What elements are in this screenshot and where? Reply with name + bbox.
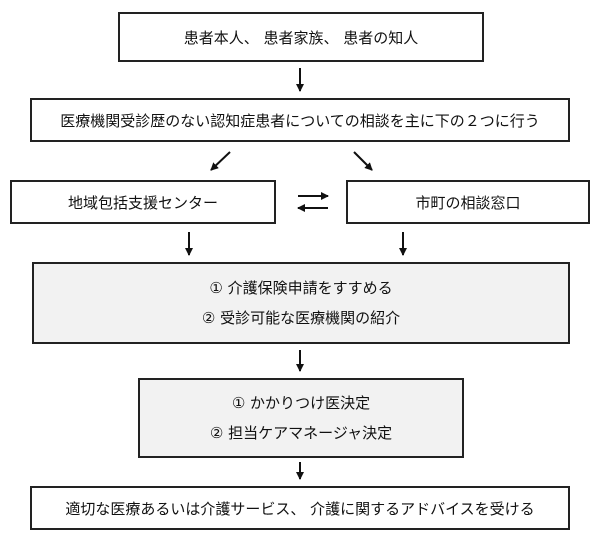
box-consult: 医療機関受診歴のない認知症患者についての相談を主に下の２つに行う: [30, 98, 570, 142]
action-item-2: ② 受診可能な医療機関の紹介: [201, 309, 401, 327]
box-community-center: 地域包括支援センター: [10, 180, 276, 224]
arrow-consult-to-center: [210, 151, 231, 171]
box-community-center-text: 地域包括支援センター: [67, 193, 218, 212]
box-decisions: ① かかりつけ医決定 ② 担当ケアマネージャ決定: [138, 378, 464, 458]
box-city-consult-text: 市町の相談窓口: [415, 193, 521, 212]
box-city-consult: 市町の相談窓口: [346, 180, 590, 224]
box-consult-text: 医療機関受診歴のない認知症患者についての相談を主に下の２つに行う: [60, 111, 540, 130]
action-item-1: ① 介護保険申請をすすめる: [209, 279, 393, 297]
decision-item-2: ② 担当ケアマネージャ決定: [209, 424, 393, 442]
box-result-text: 適切な医療あるいは介護サービス、 介護に関するアドバイスを受ける: [65, 499, 535, 518]
decision-item-1: ① かかりつけ医決定: [231, 394, 371, 412]
arrow-consult-to-city: [353, 151, 373, 171]
box-result: 適切な医療あるいは介護サービス、 介護に関するアドバイスを受ける: [30, 486, 570, 530]
box-actions: ① 介護保険申請をすすめる ② 受診可能な医療機関の紹介: [32, 262, 570, 344]
box-who: 患者本人、 患者家族、 患者の知人: [118, 12, 484, 62]
box-who-text: 患者本人、 患者家族、 患者の知人: [183, 28, 419, 47]
